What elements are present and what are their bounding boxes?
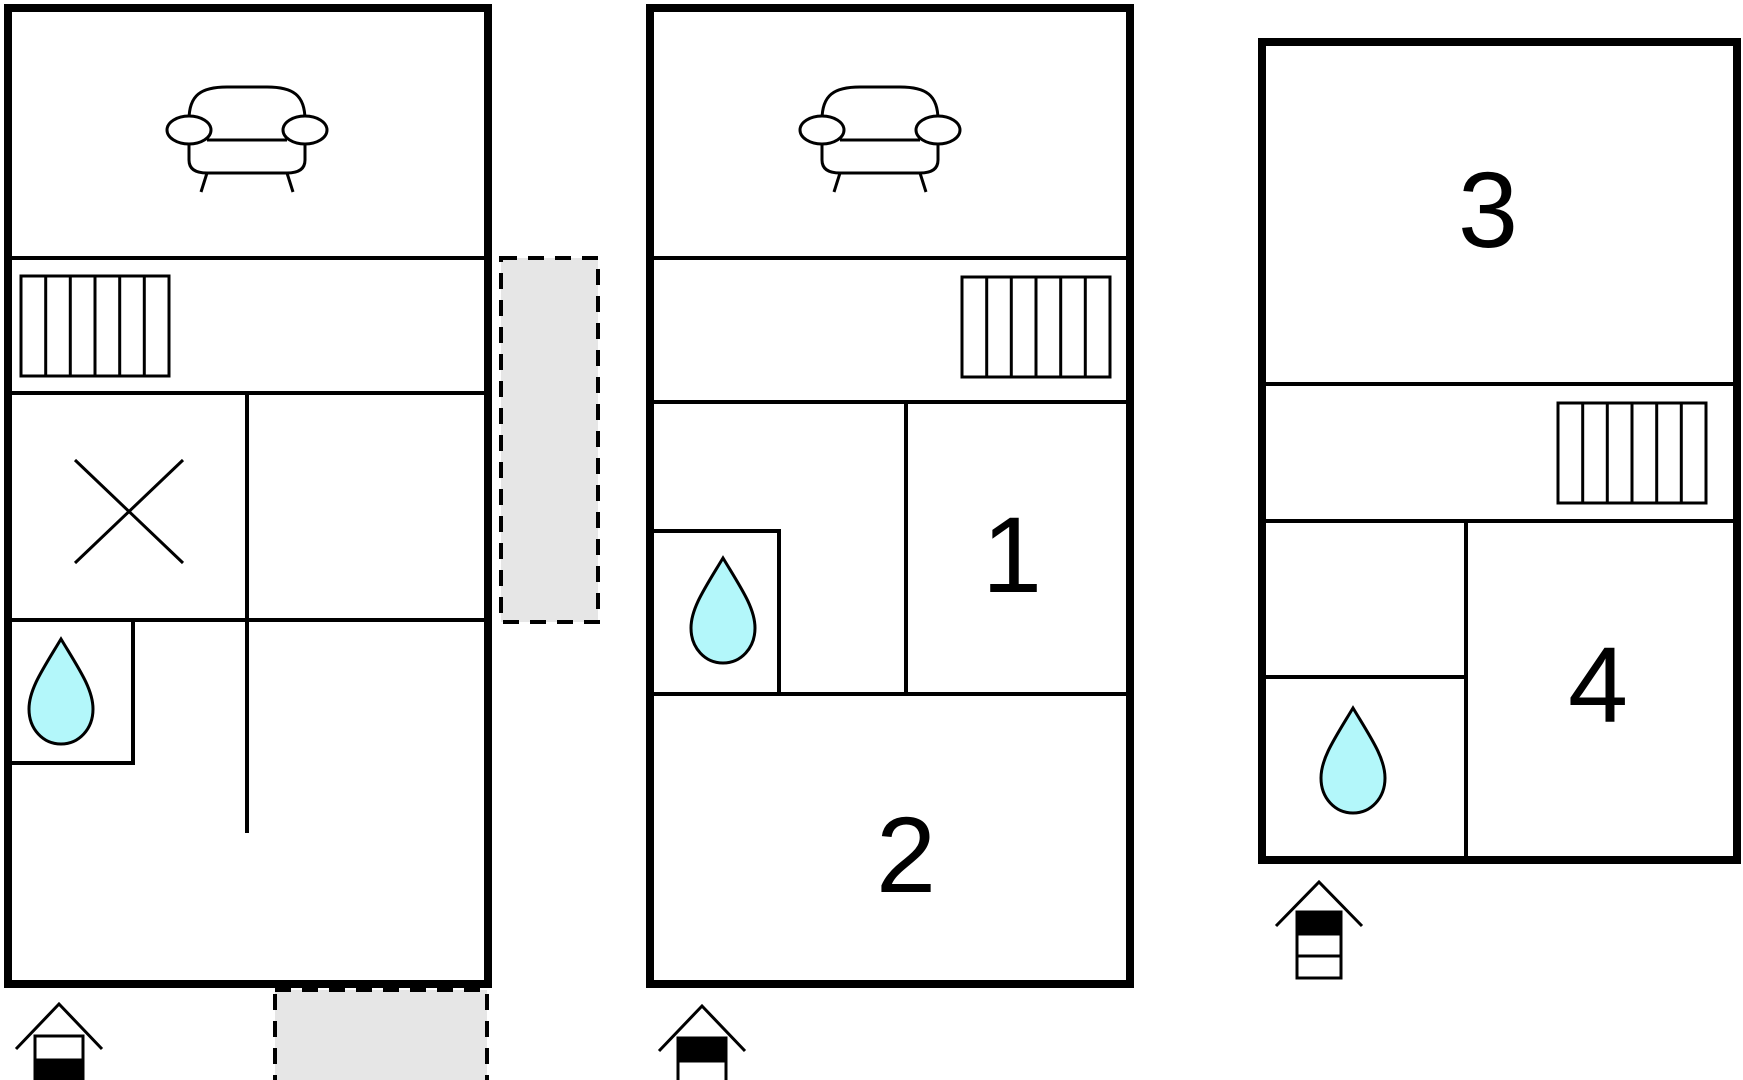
bathroom-icon (1319, 706, 1387, 815)
bathroom-icon (27, 637, 95, 746)
terrace-bottom (273, 988, 489, 1080)
floor-second-outline (1258, 38, 1741, 864)
floor-ground (4, 4, 600, 1080)
floor-second: 3 4 (1258, 38, 1741, 980)
terrace-side (499, 256, 600, 624)
room-number-2: 2 (876, 794, 936, 915)
floor-level-icon (14, 1001, 104, 1080)
floor-ground-outline (4, 4, 492, 988)
kitchen-icon (73, 458, 185, 565)
room-number-1: 1 (982, 494, 1042, 615)
floor-level-icon (1274, 879, 1364, 980)
room-number-4: 4 (1568, 624, 1628, 745)
floor-level-icon (657, 1003, 747, 1080)
stairs-icon (1556, 401, 1708, 505)
bathroom-icon (689, 556, 757, 665)
sofa-icon (798, 85, 962, 194)
room-number-3: 3 (1458, 149, 1518, 270)
stairs-icon (960, 275, 1112, 379)
floor-first: 1 2 (646, 4, 1134, 1080)
sofa-icon (165, 85, 329, 194)
floor-first-outline (646, 4, 1134, 988)
stairs-icon (19, 274, 171, 378)
